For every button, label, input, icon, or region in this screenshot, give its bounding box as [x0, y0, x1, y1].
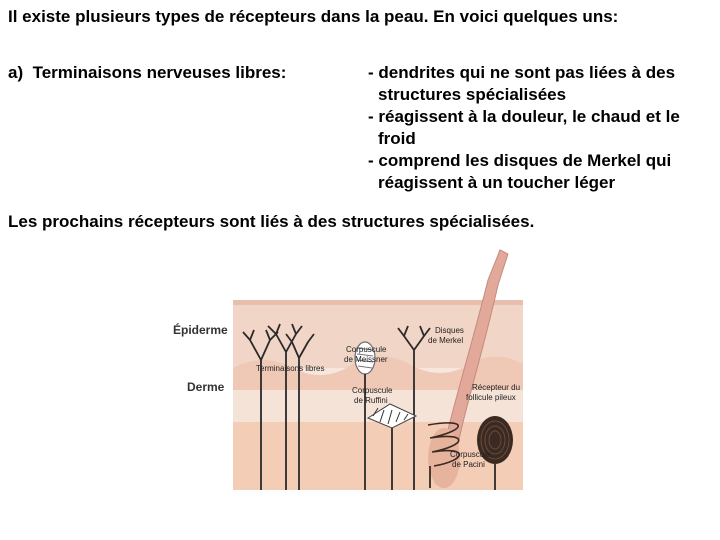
item-a-bullet-list: - dendrites qui ne sont pas liées à des … — [368, 62, 680, 194]
intro-text: Il existe plusieurs types de récepteurs … — [8, 6, 618, 28]
dermis-label: Derme — [187, 380, 225, 394]
ruffini-label-1: Corpuscule — [352, 386, 393, 395]
meissner-label-1: Corpuscule — [346, 345, 387, 354]
free-endings-label: Terminaisons libres — [256, 364, 324, 373]
bullet-line: froid — [368, 128, 680, 150]
merkel-label-1: Disques — [435, 326, 464, 335]
bullet-line: - comprend les disques de Merkel qui — [368, 150, 680, 172]
item-a-heading: a) Terminaisons nerveuses libres: — [8, 62, 286, 84]
next-receptors-text: Les prochains récepteurs sont liés à des… — [8, 211, 534, 233]
bullet-line: réagissent à un toucher léger — [368, 172, 680, 194]
ruffini-label-2: de Ruffini — [354, 396, 388, 405]
bullet-line: - dendrites qui ne sont pas liées à des — [368, 62, 680, 84]
pacini-label-1: Corpuscule — [450, 450, 491, 459]
follicle-label-2: follicule pileux — [466, 393, 516, 402]
bullet-line: structures spécialisées — [368, 84, 680, 106]
item-a-marker: a) — [8, 63, 23, 82]
pacini-label-2: de Pacini — [452, 460, 485, 469]
meissner-label-2: de Meissner — [344, 355, 388, 364]
merkel-label-2: de Merkel — [428, 336, 463, 345]
bullet-line: - réagissent à la douleur, le chaud et l… — [368, 106, 680, 128]
skin-receptors-diagram: Épiderme Derme Terminaisons libres Corpu… — [168, 240, 538, 495]
follicle-label-1: Récepteur du — [472, 383, 520, 392]
epidermis-label: Épiderme — [173, 322, 228, 337]
item-a-title: Terminaisons nerveuses libres: — [33, 63, 287, 82]
skin-surface — [233, 300, 523, 305]
